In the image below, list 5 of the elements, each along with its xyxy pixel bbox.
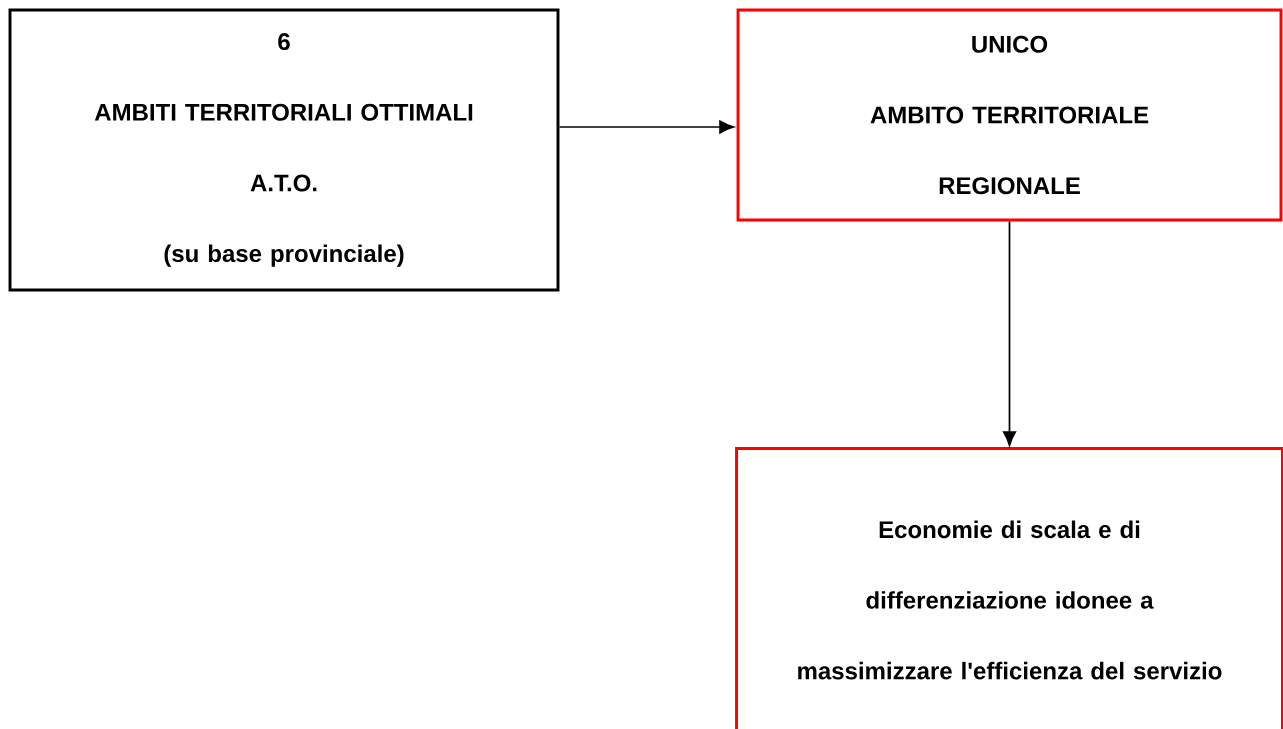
text-box: UNICO AMBITO TERRITORIALE REGIONALE [736,8,1283,222]
text-box: Economie di scala e di differenziazione idonee a massimizzare l'efficienza del servizio [735,447,1283,729]
arrow [1002,220,1017,447]
text-box: 6 AMBITI TERRITORIALI OTTIMALI A.T.O. (su base provinciale) [8,8,560,292]
arrow [558,120,735,134]
